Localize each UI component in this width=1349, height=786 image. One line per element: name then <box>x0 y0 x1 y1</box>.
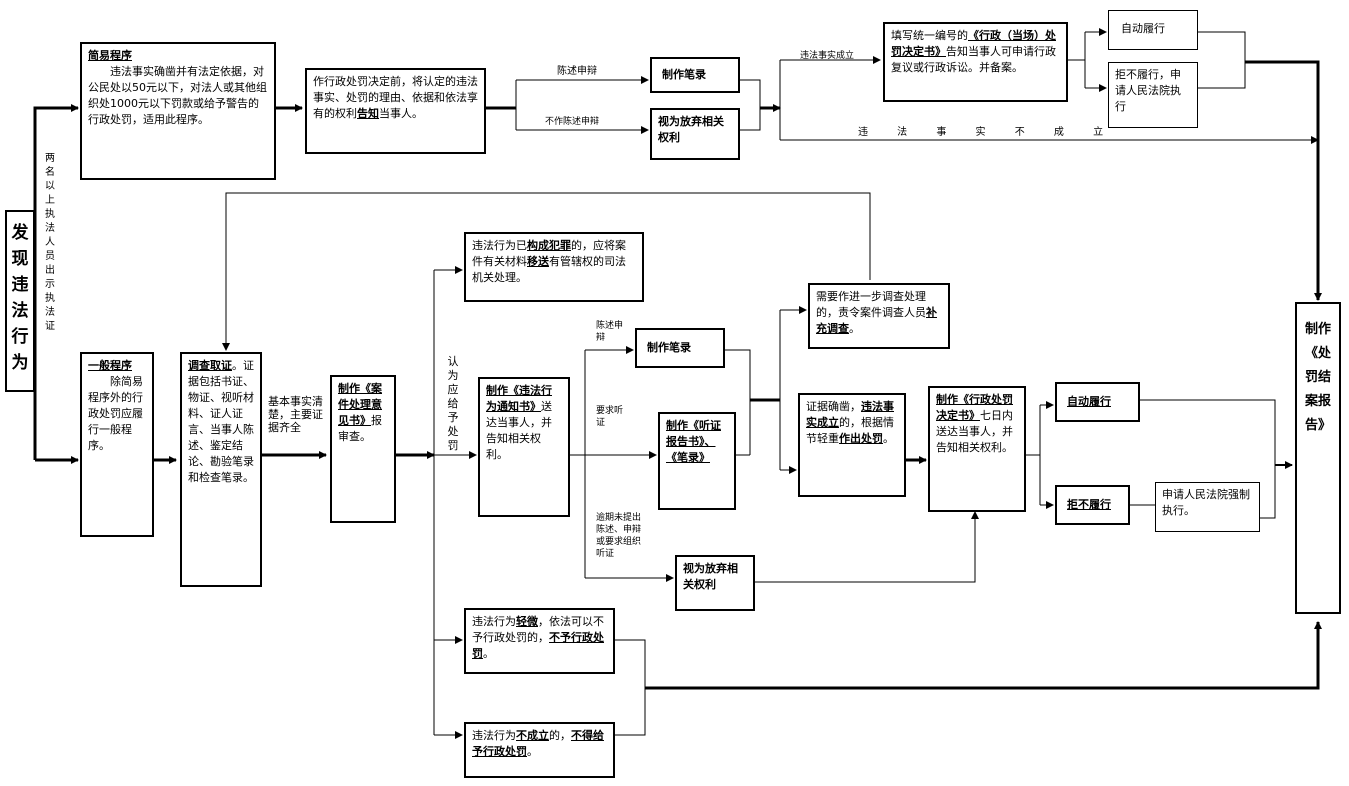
g-record-label: 制作笔录 <box>647 341 691 354</box>
basic-facts-label: 基本事实清楚，主要证据齐全 <box>268 395 323 434</box>
g-court-label: 申请人民法院强制执行。 <box>1162 488 1250 517</box>
notify-tail: 当事人。 <box>379 107 423 120</box>
notest-bold-1: 不成立 <box>516 729 549 742</box>
s-notfact-label: 违 法 事 实 不 成 立 <box>858 127 1110 138</box>
minor-pre: 违法行为 <box>472 615 516 628</box>
g-waive-label: 视为放弃相关权利 <box>683 562 738 591</box>
simple-procedure-text: 违法事实确凿并有法定依据，对公民处以50元以下，对法人或其他组织处1000元以下… <box>88 65 267 126</box>
notify-box: 作行政处罚决定前，将认定的违法事实、处罚的理由、依据和依法享有的权利告知当事人。 <box>305 68 486 154</box>
minor-mid: ，依法可以不予行政处罚的， <box>472 615 604 644</box>
notest-box: 违法行为不成立的，不得给予行政处罚。 <box>464 722 615 778</box>
g-overdue-label: 逾期未提出陈述、申辩或要求组织听证 <box>596 513 642 559</box>
notice-bold: 制作《违法行为通知书》 <box>486 384 552 413</box>
opinion-box: 制作《案件处理意见书》报审查。 <box>330 375 396 523</box>
start-box: 发现违法行为 <box>5 210 35 392</box>
notest-pre: 违法行为 <box>472 729 516 742</box>
investigate-text: 。证据包括书证、物证、视听材料、证人证言、当事人陈述、鉴定结论、勘验笔录和检查笔… <box>188 359 254 484</box>
g-waive-box: 视为放弃相关权利 <box>675 555 755 611</box>
general-procedure-text: 除简易程序外的行政处罚应履行一般程序。 <box>88 375 143 452</box>
crime-bold-1: 构成犯罪 <box>527 239 571 252</box>
g-decision-bold: 制作《行政处罚决定书》 <box>936 393 1013 422</box>
g-decision-text: 七日内送达当事人，并告知相关权利。 <box>936 409 1013 454</box>
notice-text: 送达当事人，并告知相关权利。 <box>486 400 552 461</box>
g-hearing-box: 制作《听证报告书》、《笔录》 <box>658 412 736 510</box>
punish-label: 认为应给予处罚 <box>447 355 459 452</box>
notify-text: 作行政处罚决定前，将认定的违法事实、处罚的理由、依据和依法享有的权利 <box>313 75 478 120</box>
further-pre: 需要作进一步调查处理的，责令案件调查人员 <box>816 290 926 319</box>
investigate-title: 调查取证 <box>188 359 232 372</box>
notest-post: 。 <box>527 745 538 758</box>
s-decision-box: 填写统一编号的《行政（当场）处罚决定书》告知当事人可申请行政复议或行政诉讼。并备… <box>883 22 1068 102</box>
g-refuse-box: 拒不履行 <box>1055 485 1130 525</box>
crime-mid: 的，应将案件有关材料 <box>472 239 626 268</box>
crime-bold-2: 移送 <box>527 255 549 268</box>
s-refuse-label: 拒不履行，申请人民法院执行 <box>1115 68 1181 113</box>
confirmed-bold-1: 违法事实成立 <box>806 400 894 429</box>
opinion-text: 报审查。 <box>338 414 382 443</box>
s-plead-label: 陈述申辩 <box>557 66 597 77</box>
confirmed-post: 。 <box>883 432 894 445</box>
further-box: 需要作进一步调查处理的，责令案件调查人员补充调查。 <box>808 283 950 349</box>
two-officers-label: 两名以上执法人员出示执法证 <box>45 153 55 332</box>
notest-bold-2: 不得给予行政处罚 <box>472 729 604 758</box>
s-waive-label: 视为放弃相关权利 <box>658 115 724 144</box>
general-procedure-box: 一般程序 除简易程序外的行政处罚应履行一般程序。 <box>80 352 154 537</box>
minor-bold-2: 不予行政处罚 <box>472 631 604 660</box>
s-refuse-box: 拒不履行，申请人民法院执行 <box>1108 62 1198 128</box>
minor-post: 。 <box>483 647 494 660</box>
s-waive-box: 视为放弃相关权利 <box>650 108 740 160</box>
simple-procedure-title: 简易程序 <box>88 49 132 62</box>
minor-box: 违法行为轻微，依法可以不予行政处罚的，不予行政处罚。 <box>464 608 615 674</box>
g-plead-label: 陈述申辩 <box>596 321 624 343</box>
g-court-box: 申请人民法院强制执行。 <box>1155 482 1260 532</box>
s-record-label: 制作笔录 <box>662 68 706 81</box>
final-report-label: 制作《处罚结案报告》 <box>1304 322 1331 433</box>
g-auto-box: 自动履行 <box>1055 382 1140 422</box>
final-report-box: 制作《处罚结案报告》 <box>1295 302 1341 614</box>
s-auto-box: 自动履行 <box>1108 10 1198 50</box>
g-hearing-label: 制作《听证报告书》、《笔录》 <box>666 419 721 464</box>
simple-procedure-box: 简易程序 违法事实确凿并有法定依据，对公民处以50元以下，对法人或其他组织处10… <box>80 42 276 180</box>
g-decision-box: 制作《行政处罚决定书》七日内送达当事人，并告知相关权利。 <box>928 386 1026 512</box>
crime-pre: 违法行为已 <box>472 239 527 252</box>
s-decision-pre: 填写统一编号的 <box>891 29 968 42</box>
s-decision-bold: 《行政（当场）处罚决定书》 <box>891 29 1056 58</box>
investigate-box: 调查取证。证据包括书证、物证、视听材料、证人证言、当事人陈述、鉴定结论、勘验笔录… <box>180 352 262 587</box>
confirmed-bold-2: 作出处罚 <box>839 432 883 445</box>
notest-mid: 的， <box>549 729 571 742</box>
opinion-bold: 制作《案件处理意见书》 <box>338 382 382 427</box>
confirmed-pre: 证据确凿， <box>806 400 861 413</box>
general-procedure-title: 一般程序 <box>88 359 132 372</box>
g-refuse-label: 拒不履行 <box>1067 498 1111 511</box>
s-decision-post: 告知当事人可申请行政复议或行政诉讼。并备案。 <box>891 45 1056 74</box>
crime-post: 有管辖权的司法机关处理。 <box>472 255 626 284</box>
s-auto-label: 自动履行 <box>1121 22 1165 35</box>
s-noplead-label: 不作陈述申辩 <box>545 117 600 127</box>
further-post: 。 <box>849 322 860 335</box>
minor-bold-1: 轻微 <box>516 615 538 628</box>
further-bold: 补充调查 <box>816 306 937 335</box>
start-label: 发现违法行为 <box>11 223 29 373</box>
g-record-box: 制作笔录 <box>635 328 725 368</box>
notify-bold: 告知 <box>357 107 379 120</box>
s-fact-label: 违法事实成立 <box>800 51 855 61</box>
confirmed-mid: 的，根据情节轻重 <box>806 416 894 445</box>
s-record-box: 制作笔录 <box>650 57 740 93</box>
g-auto-label: 自动履行 <box>1067 395 1111 408</box>
notice-box: 制作《违法行为通知书》送达当事人，并告知相关权利。 <box>478 377 570 517</box>
crime-box: 违法行为已构成犯罪的，应将案件有关材料移送有管辖权的司法机关处理。 <box>464 232 644 302</box>
g-hearing-req-label: 要求听证 <box>596 406 624 428</box>
confirmed-box: 证据确凿，违法事实成立的，根据情节轻重作出处罚。 <box>798 393 906 497</box>
